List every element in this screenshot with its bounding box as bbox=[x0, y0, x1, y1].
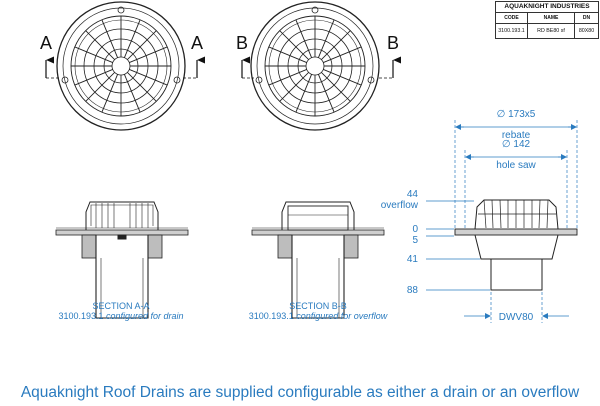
value-name: RD BE80 sf bbox=[527, 23, 575, 39]
outlet-label: DWV80 bbox=[499, 312, 534, 323]
level-41: 41 bbox=[407, 254, 419, 265]
section-a-drawing bbox=[55, 201, 189, 319]
footer-statement: Aquaknight Roof Drains are supplied conf… bbox=[20, 384, 580, 401]
rebate-label: rebate bbox=[502, 130, 531, 141]
overflow-label: overflow bbox=[381, 200, 419, 211]
section-marker-a-right: A bbox=[183, 33, 205, 79]
caption-a-config: configured for drain bbox=[106, 311, 184, 321]
level-0: 0 bbox=[412, 224, 418, 235]
caption-b-code: 3100.193.1 bbox=[248, 311, 294, 321]
caption-a-title: SECTION A-A bbox=[92, 301, 150, 311]
section-letter: A bbox=[191, 33, 203, 53]
caption-b-title: SECTION B-B bbox=[289, 301, 347, 311]
caption-b-line2: 3100.193.1 configured for overflow bbox=[240, 311, 396, 321]
caption-section-b: SECTION B-B 3100.193.1 configured for ov… bbox=[240, 301, 396, 321]
rebate-dia-label: ∅ 173x5 bbox=[497, 109, 536, 120]
section-letter: A bbox=[40, 33, 52, 53]
level-88: 88 bbox=[407, 285, 419, 296]
caption-a-line2: 3100.193.1 configured for drain bbox=[51, 311, 191, 321]
caption-a-code: 3100.193.1 bbox=[58, 311, 104, 321]
bolt-hole bbox=[61, 76, 69, 84]
grate-ribs-a bbox=[71, 16, 171, 116]
section-marker-a-left: A bbox=[40, 33, 60, 79]
section-marker-b-left: B bbox=[236, 33, 254, 79]
bolt-hole bbox=[367, 76, 375, 84]
level-5: 5 bbox=[412, 235, 418, 246]
bolt-hole bbox=[117, 6, 125, 14]
drain-flange-outer bbox=[250, 1, 380, 131]
overflow-value: 44 bbox=[407, 189, 419, 200]
caption-section-a: SECTION A-A 3100.193.1 configured for dr… bbox=[51, 301, 191, 321]
bolt-hole bbox=[311, 6, 319, 14]
bolt-hole bbox=[173, 76, 181, 84]
dimension-labels: ∅ 173x5 rebate ∅ 142 hole saw 44 overflo… bbox=[381, 109, 537, 323]
plan-view-b bbox=[250, 1, 380, 131]
section-b-drawing bbox=[251, 201, 385, 319]
dimension-lines bbox=[426, 120, 578, 323]
hole-saw-label: hole saw bbox=[496, 160, 536, 171]
section-letter: B bbox=[236, 33, 248, 53]
elevation-drawing bbox=[454, 199, 578, 291]
hole-dia-label: ∅ 142 bbox=[502, 139, 531, 150]
grate-ribs-b bbox=[265, 16, 365, 116]
drain-flange-outer bbox=[56, 1, 186, 131]
section-marker-b-right: B bbox=[379, 33, 401, 79]
section-letter: B bbox=[387, 33, 399, 53]
plan-view-a bbox=[56, 1, 186, 131]
bolt-hole bbox=[255, 76, 263, 84]
title-block: AQUAKNIGHT INDUSTRIES CODE NAME DN 3100.… bbox=[495, 1, 599, 39]
caption-b-config: configured for overflow bbox=[296, 311, 388, 321]
value-dn: 80X80 bbox=[574, 23, 599, 39]
